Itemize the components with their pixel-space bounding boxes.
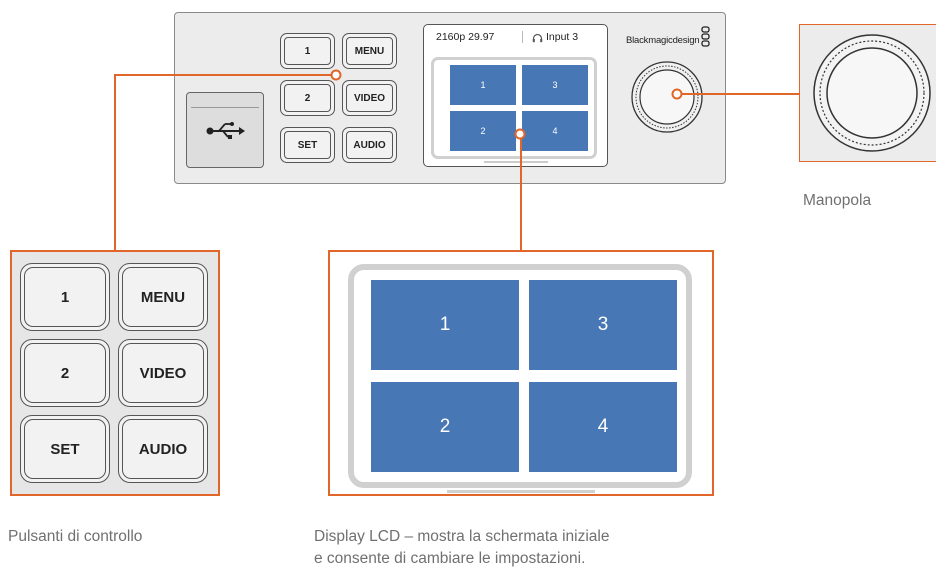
zoom-menu-button[interactable]: MENU [118, 263, 208, 331]
set-button[interactable]: SET [280, 127, 335, 163]
usb-icon [206, 122, 245, 139]
lcd-zoom-tile: 2 [371, 382, 519, 472]
zoom-button-2[interactable]: 2 [20, 339, 110, 407]
audio-button[interactable]: AUDIO [342, 127, 397, 163]
brand-name: Blackmagicdesign [626, 35, 700, 46]
button-2[interactable]: 2 [280, 80, 335, 116]
lcd-zoom-screen: 1 3 2 4 [348, 264, 692, 488]
knob-zoom [813, 34, 931, 152]
headphone-icon [532, 33, 543, 43]
lcd-tile: 1 [450, 65, 516, 105]
video-button[interactable]: VIDEO [342, 80, 397, 116]
button-1-label: 1 [284, 37, 331, 65]
knob-zoom-panel [799, 24, 936, 162]
device-knob[interactable] [630, 60, 704, 134]
set-button-label: SET [284, 131, 331, 159]
video-button-label: VIDEO [346, 84, 393, 112]
lcd-format: 2160p 29.97 [436, 31, 495, 43]
audio-button-label: AUDIO [346, 131, 393, 159]
buttons-caption: Pulsanti di controllo [8, 528, 143, 545]
brand-mark-icon [701, 26, 710, 47]
lcd-caption-line2: e consente di cambiare le impostazioni. [314, 550, 586, 567]
zoom-video-button[interactable]: VIDEO [118, 339, 208, 407]
lcd-tile: 4 [522, 111, 588, 151]
button-2-label: 2 [284, 84, 331, 112]
lcd-tile: 2 [450, 111, 516, 151]
lcd-screen-indicator [484, 161, 548, 163]
zoom-video-button-label: VIDEO [122, 343, 204, 403]
usb-port [186, 92, 264, 168]
lcd-divider [522, 31, 523, 43]
lcd-input: Input 3 [546, 31, 579, 43]
lcd-zoom-indicator [447, 490, 595, 493]
zoom-set-button[interactable]: SET [20, 415, 110, 483]
lcd-tile: 3 [522, 65, 588, 105]
menu-button[interactable]: MENU [342, 33, 397, 69]
zoom-audio-button-label: AUDIO [122, 419, 204, 479]
zoom-menu-button-label: MENU [122, 267, 204, 327]
device-lcd: 2160p 29.97 Input 3 1 3 2 4 [423, 24, 608, 167]
lcd-screen: 1 3 2 4 [431, 57, 597, 159]
brand-logo: Blackmagicdesign [626, 35, 700, 46]
zoom-set-button-label: SET [24, 419, 106, 479]
button-1[interactable]: 1 [280, 33, 335, 69]
zoom-button-2-label: 2 [24, 343, 106, 403]
menu-button-label: MENU [346, 37, 393, 65]
zoom-audio-button[interactable]: AUDIO [118, 415, 208, 483]
lcd-zoom-tile: 3 [529, 280, 677, 370]
knob-caption: Manopola [803, 192, 872, 209]
lcd-zoom-tile: 4 [529, 382, 677, 472]
zoom-button-1[interactable]: 1 [20, 263, 110, 331]
zoom-button-1-label: 1 [24, 267, 106, 327]
lcd-caption-line1: Display LCD – mostra la schermata inizia… [314, 528, 610, 545]
lcd-zoom-tile: 1 [371, 280, 519, 370]
